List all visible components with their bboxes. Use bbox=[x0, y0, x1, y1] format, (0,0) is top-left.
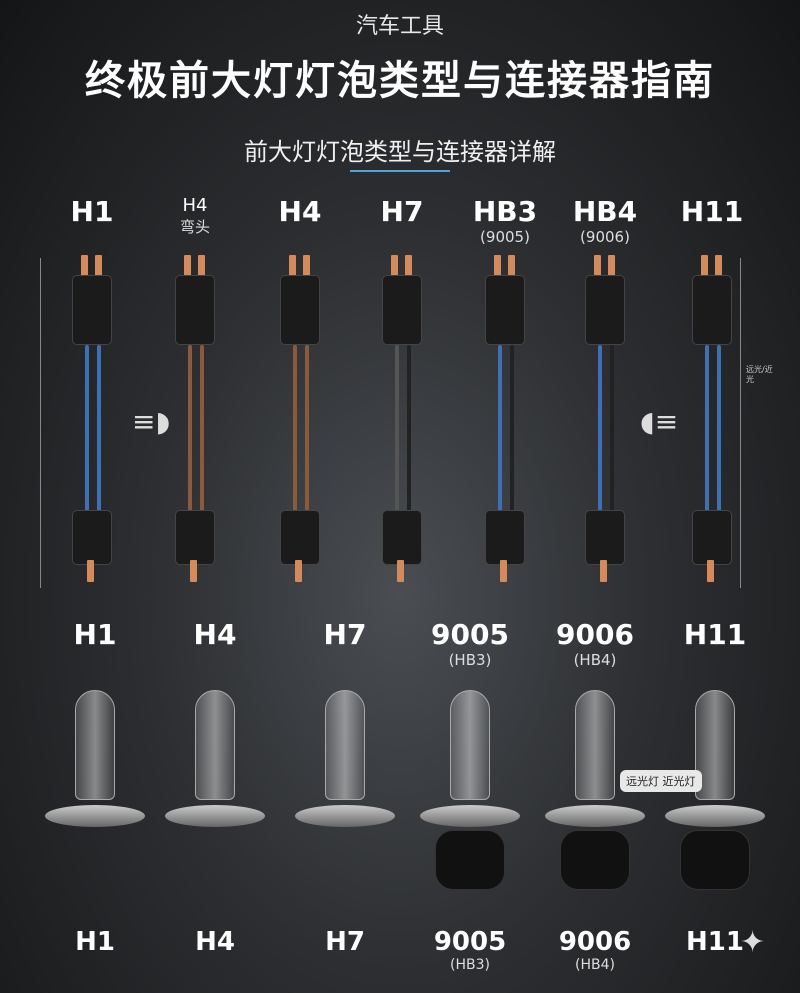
bulb-name: H7 bbox=[323, 618, 367, 651]
bulb-bottom-label: H7 bbox=[285, 927, 405, 957]
connector-name: H7 bbox=[380, 195, 424, 228]
headlight-beam-icon: ≡◗ bbox=[132, 405, 171, 438]
bulb-top-label: H4 bbox=[160, 618, 270, 651]
connector-name: H4 bbox=[182, 195, 208, 216]
bulb-name: 9006 bbox=[558, 927, 632, 957]
bulb-name: H11 bbox=[683, 618, 747, 651]
bulb-image bbox=[155, 690, 275, 920]
bulb-image bbox=[535, 690, 655, 920]
bulb-bottom-label: 9006 (HB4) bbox=[535, 927, 655, 973]
beam-tag: 远光灯 近光灯 bbox=[620, 770, 702, 792]
connector-harness bbox=[245, 255, 355, 595]
bulb-top-label: H11 bbox=[660, 618, 770, 651]
page-subtitle: 前大灯灯泡类型与连接器详解 bbox=[244, 138, 556, 166]
connector-harness bbox=[450, 255, 560, 595]
bulb-sub: (HB4) bbox=[573, 651, 617, 669]
connector-harness bbox=[347, 255, 457, 595]
connector-label: HB4 (9006) bbox=[550, 195, 660, 246]
sparkle-icon: ✦ bbox=[740, 925, 766, 960]
beam-note: 远光/近光 bbox=[746, 365, 773, 384]
bulb-name: H1 bbox=[73, 618, 117, 651]
connector-sub: (9006) bbox=[580, 228, 630, 246]
connector-harness bbox=[37, 255, 147, 595]
bulb-top-label: 9005 (HB3) bbox=[415, 618, 525, 669]
connector-harness bbox=[550, 255, 660, 595]
bulb-name: 9005 bbox=[431, 618, 509, 651]
bulb-bottom-label: H11 bbox=[655, 927, 775, 957]
subtitle-underline bbox=[350, 170, 450, 172]
bulb-name: 9005 bbox=[433, 927, 507, 957]
bulb-top-label: 9006 (HB4) bbox=[540, 618, 650, 669]
bulb-top-label: H1 bbox=[40, 618, 150, 651]
bulb-sub: (HB3) bbox=[448, 651, 492, 669]
headlight-beam-icon: ◖≡ bbox=[640, 405, 679, 438]
connector-label: H11 bbox=[657, 195, 767, 228]
page-title: 终极前大灯灯泡类型与连接器指南 bbox=[85, 58, 715, 104]
connector-name: H4 bbox=[278, 195, 322, 228]
connector-harness bbox=[140, 255, 250, 595]
connector-name: H1 bbox=[70, 195, 114, 228]
bulb-bottom-label: H4 bbox=[155, 927, 275, 957]
bulb-name: H1 bbox=[75, 927, 115, 957]
bulb-sub: (HB4) bbox=[575, 957, 615, 973]
connector-label: H1 bbox=[37, 195, 147, 228]
bulb-bottom-label: 9005 (HB3) bbox=[410, 927, 530, 973]
bulb-bottom-label: H1 bbox=[35, 927, 155, 957]
connector-name: H11 bbox=[680, 195, 744, 228]
bulb-name: H11 bbox=[686, 927, 744, 957]
bracket-left bbox=[40, 258, 41, 588]
bulb-name: H7 bbox=[325, 927, 365, 957]
bulb-name: 9006 bbox=[556, 618, 634, 651]
bulb-image bbox=[410, 690, 530, 920]
bulb-image bbox=[655, 690, 775, 920]
category-label: 汽车工具 bbox=[355, 14, 444, 39]
bulb-sub: (HB3) bbox=[450, 957, 490, 973]
bulb-name: H4 bbox=[195, 927, 235, 957]
connector-sub: (9005) bbox=[480, 228, 530, 246]
connector-name: HB3 bbox=[472, 195, 538, 228]
bracket-right bbox=[740, 258, 741, 588]
bulb-name: H4 bbox=[193, 618, 237, 651]
connector-label: H4 bbox=[245, 195, 355, 228]
bulb-image bbox=[35, 690, 155, 920]
bulb-top-label: H7 bbox=[290, 618, 400, 651]
connector-name: HB4 bbox=[572, 195, 638, 228]
connector-sub: 弯头 bbox=[179, 218, 210, 236]
connector-label: H4 弯头 bbox=[140, 195, 250, 237]
connector-harness bbox=[657, 255, 767, 595]
connector-label: HB3 (9005) bbox=[450, 195, 560, 246]
bulb-image bbox=[285, 690, 405, 920]
connector-label: H7 bbox=[347, 195, 457, 228]
